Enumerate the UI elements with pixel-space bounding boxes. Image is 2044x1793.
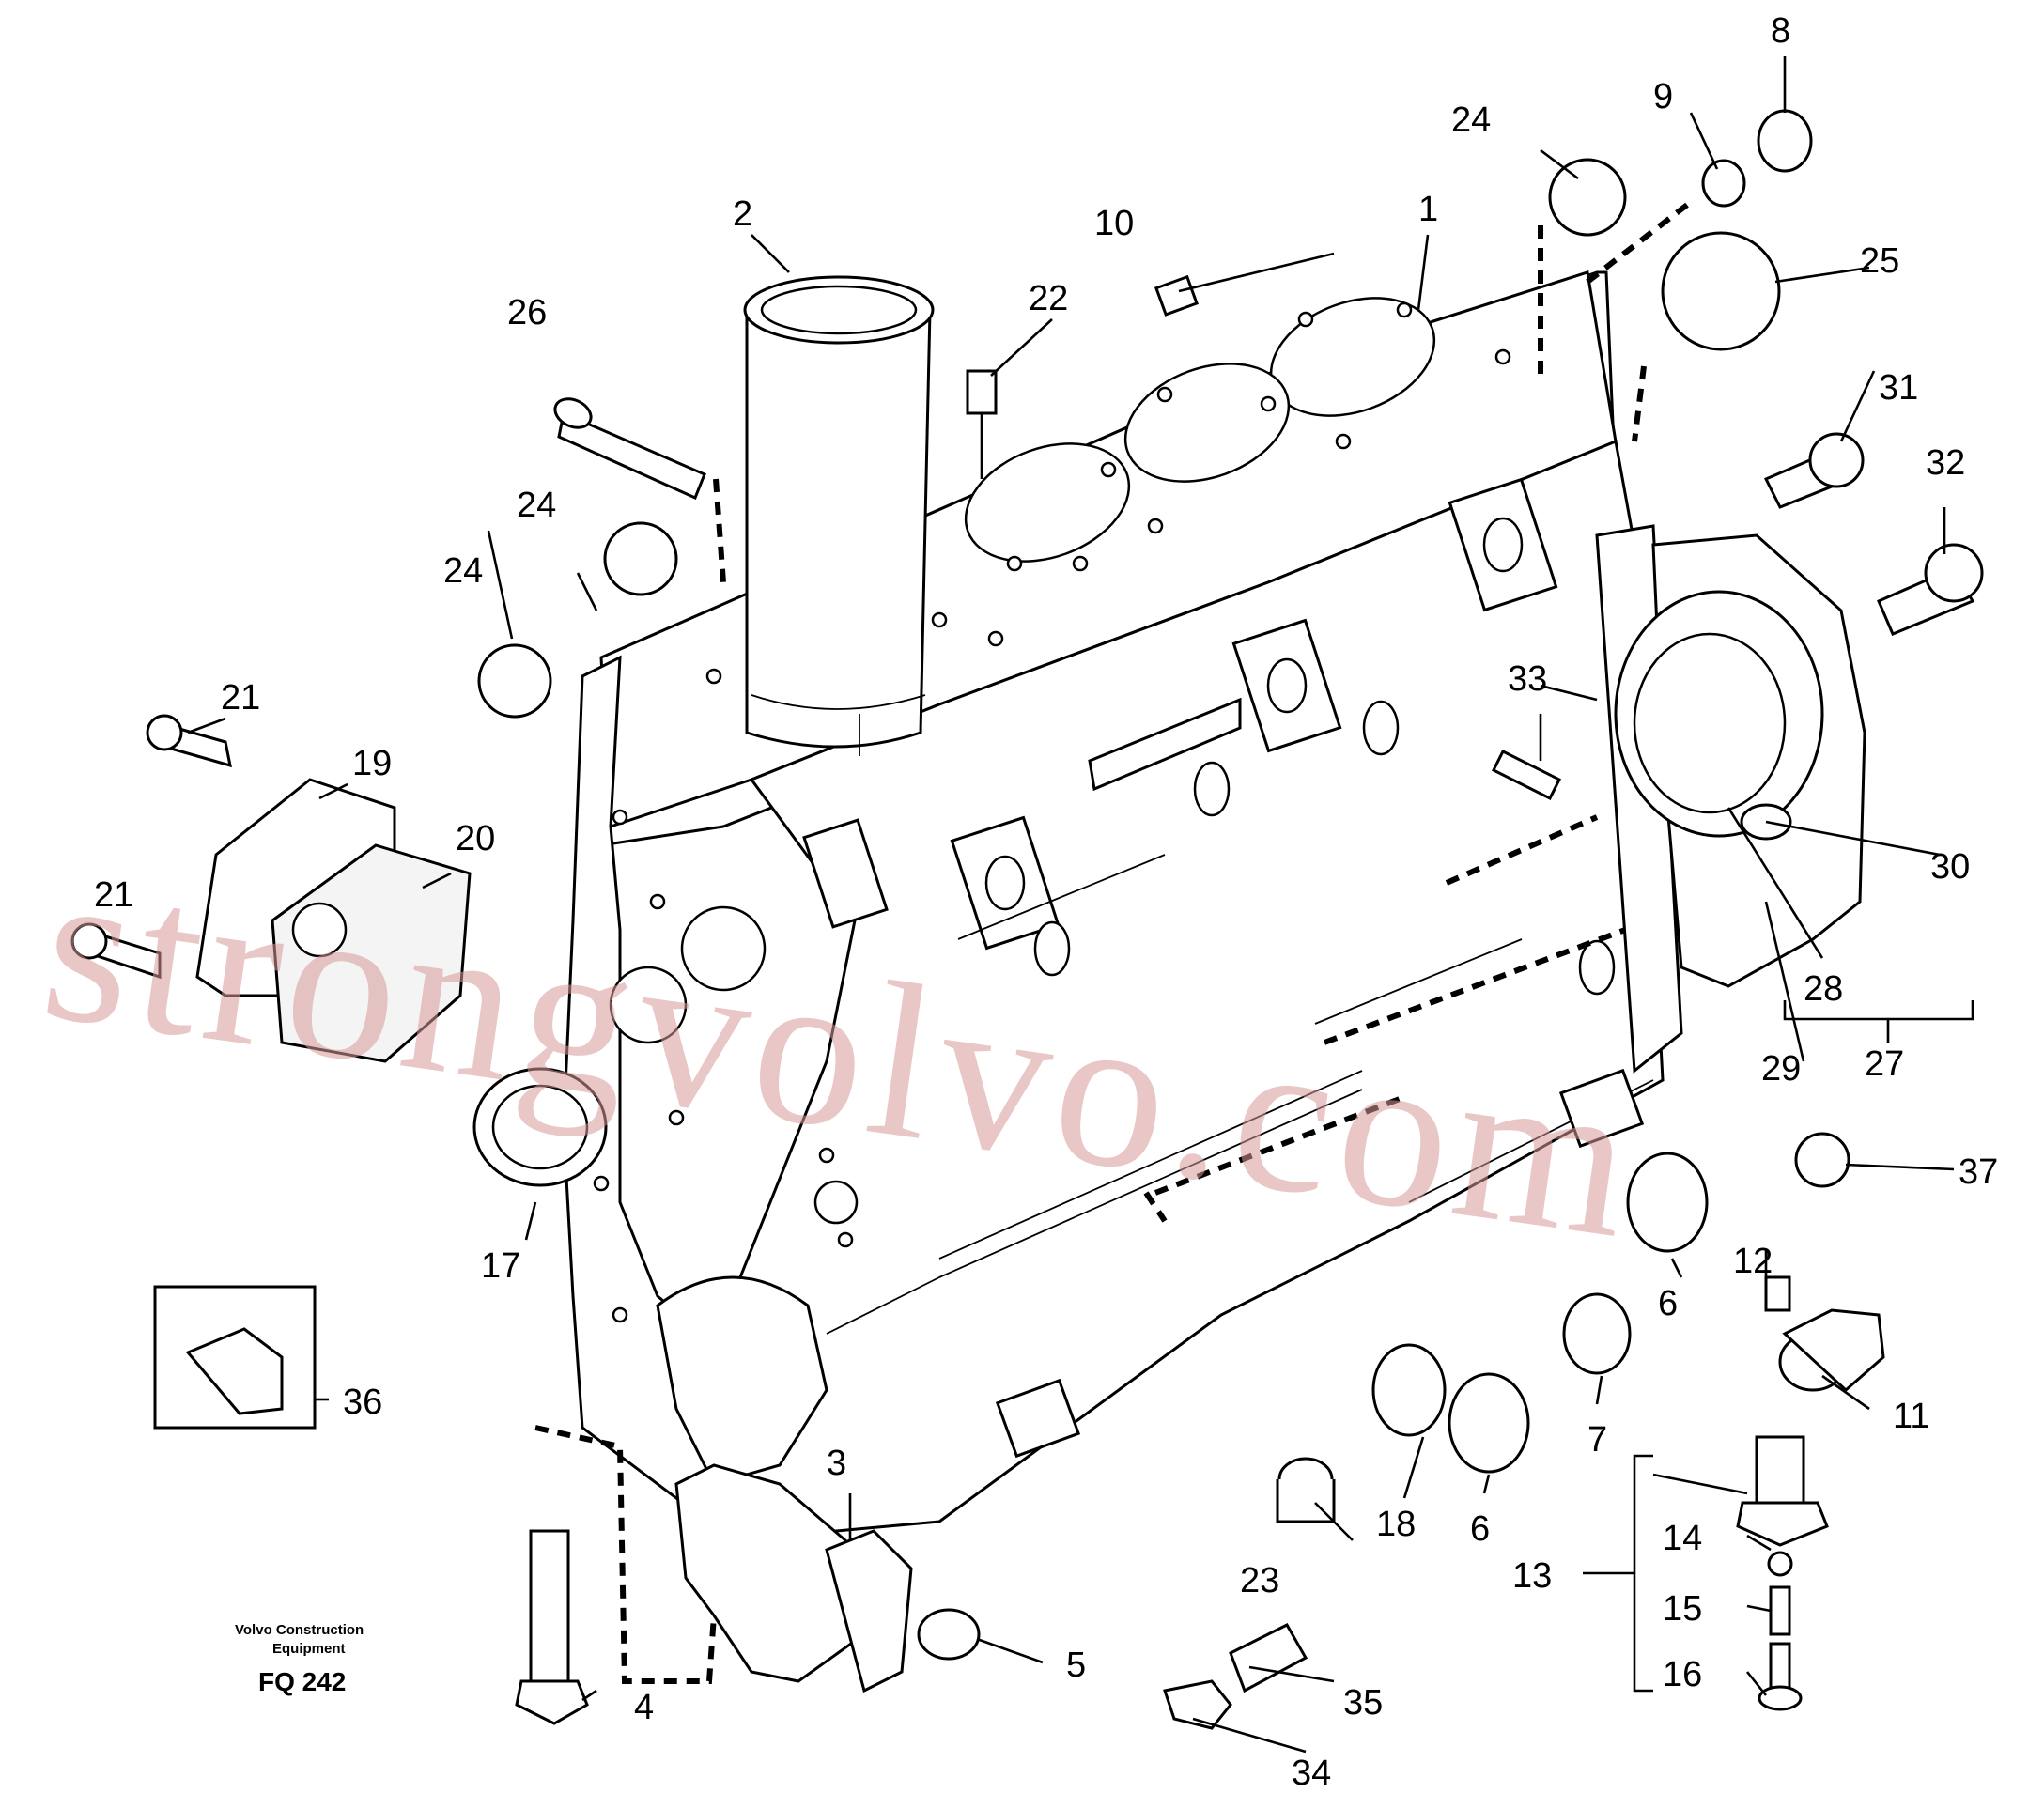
callout-33: 33 bbox=[1508, 659, 1547, 699]
callout-2: 2 bbox=[733, 194, 752, 234]
plug-37 bbox=[1794, 1132, 1850, 1188]
temperature-sensor-box bbox=[153, 1285, 317, 1430]
callout-35: 35 bbox=[1343, 1683, 1383, 1723]
callout-3: 3 bbox=[827, 1444, 846, 1483]
sealing-rings bbox=[1371, 1152, 1709, 1474]
figure-credit: Volvo Construction Equipment FQ 242 bbox=[235, 1622, 364, 1696]
elbow-and-sensor bbox=[1163, 1623, 1308, 1730]
callout-29: 29 bbox=[1761, 1049, 1801, 1089]
callout-30: 30 bbox=[1930, 847, 1970, 887]
callout-28: 28 bbox=[1804, 969, 1843, 1009]
callout-24b: 24 bbox=[517, 486, 556, 525]
callout-10: 10 bbox=[1094, 204, 1134, 243]
callout-37: 37 bbox=[1959, 1152, 1998, 1192]
callout-24a: 24 bbox=[1451, 100, 1491, 140]
callout-12: 12 bbox=[1733, 1242, 1773, 1281]
callout-31: 31 bbox=[1879, 368, 1918, 408]
bearing-bushing bbox=[472, 1067, 608, 1187]
callout-20: 20 bbox=[456, 819, 495, 858]
callout-6a: 6 bbox=[1658, 1284, 1678, 1323]
plug-and-washer bbox=[1586, 109, 1813, 285]
valve-kit bbox=[1736, 1275, 1885, 1711]
callout-36: 36 bbox=[343, 1383, 382, 1422]
front-cover bbox=[70, 714, 472, 1063]
callout-19: 19 bbox=[352, 744, 392, 783]
leader-lines bbox=[187, 56, 1974, 1754]
callout-21a: 21 bbox=[221, 678, 260, 718]
callout-24c: 24 bbox=[443, 551, 483, 591]
plug bbox=[1154, 274, 1199, 317]
callout-11: 11 bbox=[1893, 1397, 1929, 1436]
guide-pin bbox=[966, 369, 998, 479]
bushing bbox=[917, 1608, 981, 1661]
callout-25: 25 bbox=[1860, 241, 1899, 281]
callout-34: 34 bbox=[1292, 1754, 1331, 1793]
callout-labels: 1 2 3 4 5 6 6 7 8 9 10 11 12 13 14 15 16… bbox=[94, 11, 1998, 1793]
callout-6b: 6 bbox=[1470, 1509, 1490, 1549]
callout-26: 26 bbox=[507, 293, 547, 332]
main-bearing-cap bbox=[674, 1463, 913, 1693]
callout-23: 23 bbox=[1240, 1561, 1279, 1600]
expansion-plug-large bbox=[1632, 231, 1781, 442]
callout-1: 1 bbox=[1418, 190, 1438, 229]
callout-15: 15 bbox=[1663, 1589, 1702, 1629]
callout-13: 13 bbox=[1512, 1556, 1552, 1596]
expansion-plug-group bbox=[477, 158, 1627, 719]
callout-18: 18 bbox=[1376, 1505, 1416, 1544]
callout-21b: 21 bbox=[94, 875, 133, 915]
callout-7: 7 bbox=[1587, 1420, 1607, 1460]
callout-4: 4 bbox=[634, 1688, 654, 1727]
stud bbox=[553, 397, 726, 583]
callout-22: 22 bbox=[1029, 279, 1068, 318]
callout-32: 32 bbox=[1926, 443, 1965, 483]
callout-27: 27 bbox=[1865, 1044, 1904, 1084]
nipple bbox=[1491, 749, 1562, 801]
callout-5: 5 bbox=[1066, 1646, 1086, 1685]
callout-14: 14 bbox=[1663, 1519, 1702, 1558]
cylinder-block bbox=[562, 270, 1683, 1544]
bearing-cap-bolt bbox=[515, 1425, 717, 1725]
figure-code: FQ 242 bbox=[258, 1667, 346, 1696]
rear-screws bbox=[1763, 432, 1984, 636]
credit-line-2: Equipment bbox=[272, 1641, 346, 1657]
callout-9: 9 bbox=[1653, 77, 1673, 116]
rear-seal-housing bbox=[1614, 533, 1866, 988]
callout-17: 17 bbox=[481, 1246, 520, 1286]
callout-16: 16 bbox=[1663, 1655, 1702, 1694]
plug-23 bbox=[1276, 1457, 1336, 1523]
cylinder-liner bbox=[743, 275, 935, 756]
credit-line-1: Volvo Construction bbox=[235, 1622, 364, 1638]
callout-8: 8 bbox=[1771, 11, 1790, 51]
